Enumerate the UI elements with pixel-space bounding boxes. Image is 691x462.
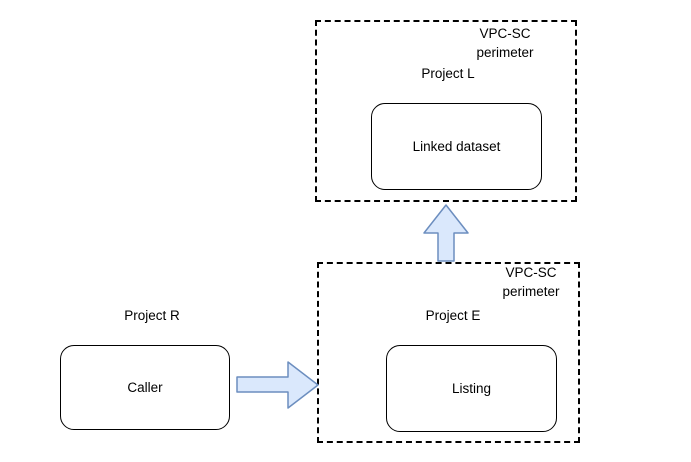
vpc-sc-perimeter-bottom: [317, 262, 580, 443]
listing-node: Listing: [386, 345, 557, 432]
project-r-label: Project R: [124, 308, 180, 323]
listing-node-label: Listing: [451, 381, 492, 396]
vpc-sc-perimeter-bottom-title: VPC-SC perimeter: [502, 265, 560, 299]
arrow-caller-to-listing-icon: [236, 361, 319, 409]
vpc-sc-perimeter-top-title: VPC-SC perimeter: [476, 26, 534, 60]
linked-dataset-node: Linked dataset: [371, 103, 542, 190]
caller-node-label: Caller: [127, 380, 163, 395]
caller-node: Caller: [60, 345, 230, 430]
project-e-label: Project E: [425, 308, 481, 323]
linked-dataset-node-label: Linked dataset: [412, 139, 501, 154]
arrow-listing-to-linked-dataset-icon: [423, 204, 469, 262]
project-l-label: Project L: [421, 66, 475, 81]
vpc-sc-perimeter-top: [315, 20, 577, 202]
